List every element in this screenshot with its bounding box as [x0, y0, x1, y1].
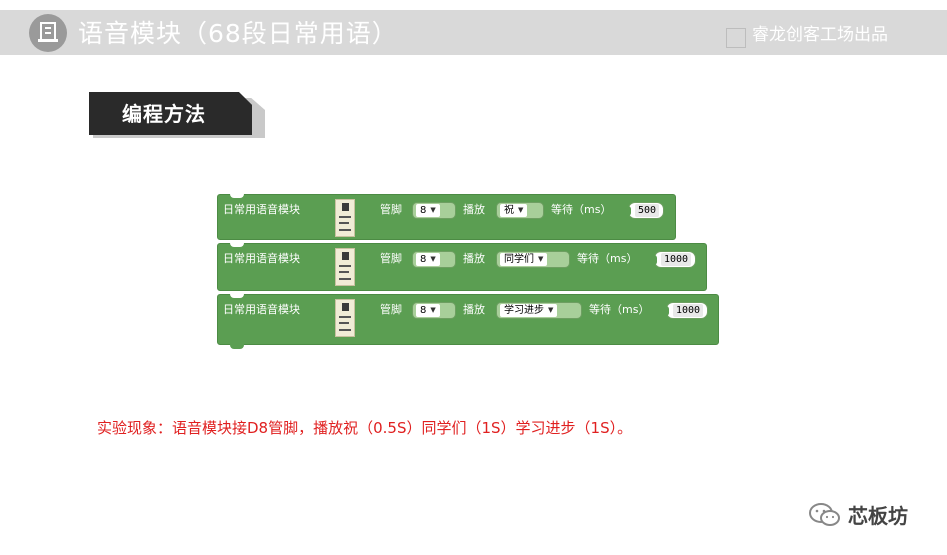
wechat-icon: [808, 502, 842, 532]
section-label: [89, 92, 252, 135]
wait-input[interactable]: 1000: [651, 251, 696, 268]
section-title: 编程方法: [122, 102, 206, 126]
block-name-label: 日常用语音模块: [223, 252, 300, 265]
chevron-down-icon: ▼: [538, 255, 544, 263]
play-label: 播放: [463, 303, 485, 316]
block-name-label: 日常用语音模块: [223, 203, 300, 216]
brand-text: 睿龙创客工场出品: [752, 25, 888, 45]
chevron-down-icon: ▼: [430, 255, 436, 263]
document-icon: [29, 14, 67, 52]
wait-input[interactable]: 500: [625, 202, 664, 219]
voice-module-block[interactable]: 日常用语音模块 管脚 8▼ 播放 同学们▼ 等待（ms） 1000: [217, 243, 707, 291]
pin-label: 管脚: [380, 303, 402, 316]
phrase-dropdown[interactable]: 祝▼: [496, 202, 544, 219]
pin-value: 8: [420, 305, 427, 316]
experiment-observation: 实验现象：语音模块接D8管脚，播放祝（0.5S）同学们（1S）学习进步（1S）。: [97, 419, 633, 437]
chevron-down-icon: ▼: [430, 306, 436, 314]
pin-dropdown[interactable]: 8▼: [412, 202, 456, 219]
phrase-value: 同学们: [504, 254, 534, 265]
pin-value: 8: [420, 254, 427, 265]
chevron-down-icon: ▼: [518, 206, 524, 214]
phrase-dropdown[interactable]: 同学们 ▼: [496, 251, 570, 268]
phrase-value: 祝: [504, 205, 514, 216]
voice-module-block[interactable]: 日常用语音模块 管脚 8▼ 播放 学习进步▼ 等待（ms） 1000: [217, 294, 719, 349]
voice-module-block[interactable]: 日常用语音模块 管脚 8▼ 播放 祝▼ 等待（ms） 500: [217, 194, 676, 240]
phrase-dropdown[interactable]: 学习进步 ▼: [496, 302, 582, 319]
pin-dropdown[interactable]: 8▼: [412, 251, 456, 268]
title-bar: 语音模块（68段日常用语） 睿龙创客工场出品: [0, 10, 947, 55]
wait-label: 等待（ms）: [577, 252, 638, 265]
pin-dropdown[interactable]: 8▼: [412, 302, 456, 319]
play-label: 播放: [463, 252, 485, 265]
watermark-text: 芯板坊: [848, 504, 908, 528]
page-title: 语音模块（68段日常用语）: [78, 19, 398, 48]
chevron-down-icon: ▼: [430, 206, 436, 214]
wait-label: 等待（ms）: [589, 303, 650, 316]
chevron-down-icon: ▼: [548, 306, 554, 314]
voice-module-image: [335, 199, 355, 237]
wait-input[interactable]: 1000: [663, 302, 708, 319]
wait-value: 1000: [661, 253, 691, 266]
wait-value: 1000: [673, 304, 703, 317]
brand-logo-box: [726, 28, 746, 48]
pin-label: 管脚: [380, 252, 402, 265]
block-name-label: 日常用语音模块: [223, 303, 300, 316]
wait-label: 等待（ms）: [551, 203, 612, 216]
pin-label: 管脚: [380, 203, 402, 216]
pin-value: 8: [420, 205, 427, 216]
voice-module-image: [335, 248, 355, 286]
phrase-value: 学习进步: [504, 305, 544, 316]
play-label: 播放: [463, 203, 485, 216]
voice-module-image: [335, 299, 355, 337]
wait-value: 500: [635, 204, 659, 217]
